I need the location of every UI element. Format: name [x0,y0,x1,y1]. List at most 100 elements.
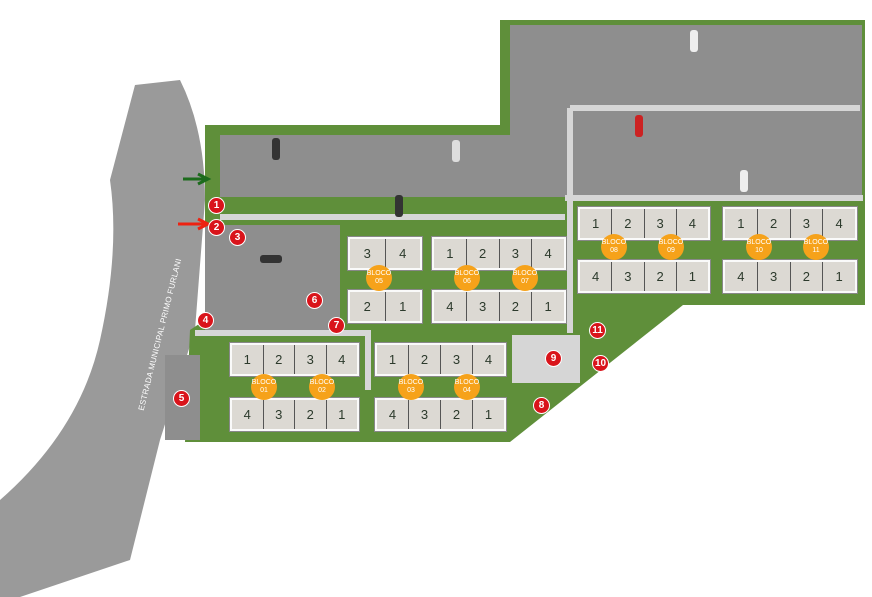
car [452,140,460,162]
block-number: 01 [260,387,268,394]
unit[interactable]: 4 [377,400,408,429]
legend-marker-2[interactable]: 2 [208,219,225,236]
unit[interactable]: 2 [612,209,644,238]
unit[interactable]: 3 [350,239,385,268]
unit[interactable]: 1 [326,400,357,429]
unit[interactable]: 3 [790,209,823,238]
block-number: 02 [318,387,326,394]
legend-marker-5[interactable]: 5 [173,390,190,407]
unit[interactable]: 2 [295,400,326,429]
car [740,170,748,192]
unit[interactable]: 2 [466,239,499,268]
car [690,30,698,52]
block-number: 07 [521,278,529,285]
unit[interactable]: 4 [326,345,357,374]
unit[interactable]: 4 [434,292,466,321]
unit[interactable]: 1 [385,292,420,321]
block-label-text: BLOCO [803,239,829,246]
unit[interactable]: 3 [644,209,676,238]
block-number: 10 [755,247,763,254]
entrance-arrow-icon [183,172,212,186]
unit[interactable]: 4 [385,239,420,268]
legend-marker-1[interactable]: 1 [208,197,225,214]
unit[interactable]: 2 [499,292,532,321]
block-label-text: BLOCO [746,239,772,246]
block-number: 11 [812,247,820,254]
unit[interactable]: 4 [676,209,708,238]
legend-marker-11[interactable]: 11 [589,322,606,339]
unit[interactable]: 1 [377,345,408,374]
unit[interactable]: 4 [725,262,757,291]
unit[interactable]: 1 [580,209,612,238]
legend-marker-8[interactable]: 8 [533,397,550,414]
block-label-text: BLOCO [251,379,277,386]
unit[interactable]: 2 [644,262,676,291]
legend-marker-10[interactable]: 10 [592,355,609,372]
unit[interactable]: 2 [409,345,440,374]
car [272,138,280,160]
legend-marker-9[interactable]: 9 [545,350,562,367]
unit[interactable]: 1 [676,262,708,291]
block-number: 04 [463,387,471,394]
block-label-text: BLOCO [454,379,480,386]
unit[interactable]: 2 [757,209,790,238]
legend-marker-7[interactable]: 7 [328,317,345,334]
unit[interactable]: 1 [532,292,564,321]
unit[interactable]: 3 [295,345,326,374]
parking-lot-main [220,135,565,197]
block-number: 09 [667,247,675,254]
car [635,115,643,137]
unit[interactable]: 3 [441,345,472,374]
unit[interactable]: 2 [790,262,823,291]
unit[interactable]: 3 [757,262,790,291]
unit[interactable]: 1 [823,262,855,291]
unit[interactable]: 2 [350,292,385,321]
unit[interactable]: 2 [263,345,294,374]
unit[interactable]: 3 [409,400,440,429]
unit[interactable]: 3 [466,292,499,321]
unit[interactable]: 3 [612,262,644,291]
unit[interactable]: 1 [232,345,263,374]
unit[interactable]: 3 [499,239,532,268]
unit[interactable]: 1 [725,209,757,238]
legend-marker-6[interactable]: 6 [306,292,323,309]
unit[interactable]: 4 [473,345,504,374]
unit[interactable]: 1 [434,239,466,268]
block-number: 03 [407,387,415,394]
parking-lot-lower [205,225,340,330]
unit[interactable]: 4 [232,400,263,429]
legend-marker-3[interactable]: 3 [229,229,246,246]
unit[interactable]: 4 [580,262,612,291]
unit[interactable]: 1 [473,400,504,429]
unit[interactable]: 2 [441,400,472,429]
unit[interactable]: 4 [823,209,855,238]
legend-marker-4[interactable]: 4 [197,312,214,329]
unit[interactable]: 4 [532,239,564,268]
unit[interactable]: 3 [263,400,294,429]
block-label-text: BLOCO [658,239,684,246]
block-label-text: BLOCO [454,270,480,277]
road [0,80,205,597]
